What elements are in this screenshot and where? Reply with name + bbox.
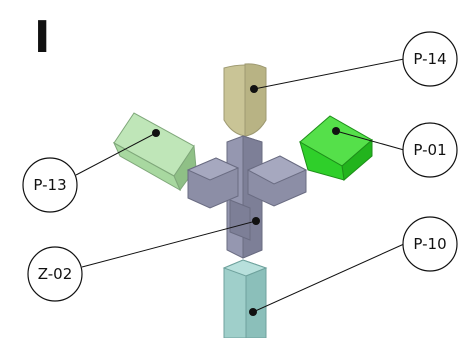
leader-dot [332,127,340,135]
part-p10 [222,259,268,338]
part-z02 [186,135,308,259]
callout-label-p14: P-14 [413,50,446,68]
leader-p01 [332,127,405,151]
leader-z02 [81,217,260,268]
callout-label-z02: Z-02 [38,265,73,283]
leader-dot [249,308,257,316]
callout-p13: P-13 [22,157,78,213]
callout-p01: P-01 [402,122,458,178]
leader-p14 [250,58,405,93]
part-p01 [299,115,373,181]
callout-p14: P-14 [402,31,458,87]
leader-p10 [249,243,405,316]
part-p14 [223,63,267,137]
callout-label-p01: P-01 [413,141,446,159]
callout-z02: Z-02 [27,246,83,302]
leader-dot [252,217,260,225]
leader-p13 [75,129,160,176]
callout-label-p10: P-10 [413,235,446,253]
leader-dot [152,129,160,137]
part-p13 [112,112,197,192]
callout-label-p13: P-13 [33,176,66,194]
leader-dot [250,85,258,93]
callout-p10: P-10 [402,216,458,272]
step-numeral: I [34,12,51,63]
